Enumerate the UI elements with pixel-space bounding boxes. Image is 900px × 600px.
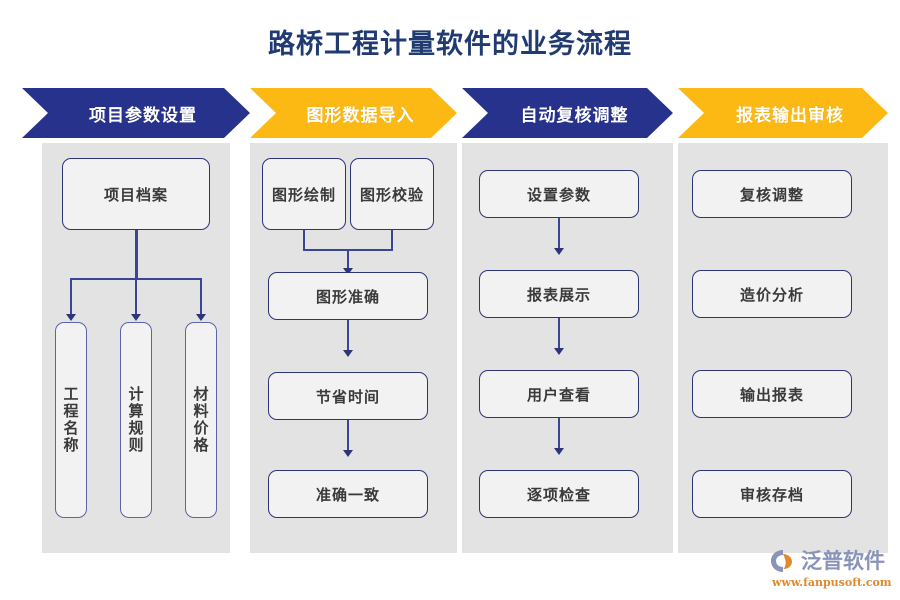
page-title: 路桥工程计量软件的业务流程 [268,29,632,60]
stage-banner-3[interactable]: 自动复核调整 [462,88,673,138]
connector-branch-right [200,278,202,316]
arrowhead-icon [554,248,564,255]
connector-vertical [347,420,349,452]
arrowhead-icon [554,448,564,455]
arrowhead-icon [343,450,353,457]
arrowhead-icon [196,314,206,321]
node-set-parameters[interactable]: 设置参数 [479,170,639,218]
node-audit-archive[interactable]: 审核存档 [692,470,852,518]
node-graphic-accurate[interactable]: 图形准确 [268,272,428,320]
connector-vertical [347,320,349,352]
node-project-archive[interactable]: 项目档案 [62,158,210,230]
stage-banner-label-3: 自动复核调整 [520,105,629,126]
connector-merge-left [303,230,305,250]
brand-logo: 泛普软件 www.fanpusoft.com [770,548,896,594]
node-cost-analysis[interactable]: 造价分析 [692,270,852,318]
column-2: 图形数据导入 [250,88,457,138]
connector-vertical [347,249,349,270]
logo-url: www.fanpusoft.com [772,576,892,589]
connector-vertical [135,230,138,280]
node-accurate-consistent[interactable]: 准确一致 [268,470,428,518]
node-report-display[interactable]: 报表展示 [479,270,639,318]
arrowhead-icon [131,314,141,321]
logo-name: 泛普软件 [801,548,885,573]
node-material-price[interactable]: 材料价格 [185,322,217,518]
column-1: 项目参数设置 [22,88,250,138]
node-project-name[interactable]: 工程名称 [55,322,87,518]
stage-banner-2[interactable]: 图形数据导入 [250,88,457,138]
column-3: 自动复核调整 [462,88,673,138]
node-review-adjust[interactable]: 复核调整 [692,170,852,218]
node-item-by-item-check[interactable]: 逐项检查 [479,470,639,518]
connector-merge-right [391,230,393,250]
arrowhead-icon [554,348,564,355]
arrowhead-icon [66,314,76,321]
node-output-report[interactable]: 输出报表 [692,370,852,418]
node-save-time[interactable]: 节省时间 [268,372,428,420]
column-4: 报表输出审核 [678,88,888,138]
stage-banner-label-1: 项目参数设置 [89,105,197,126]
connector-branch-left [70,278,72,316]
node-graphic-check[interactable]: 图形校验 [350,158,434,230]
connector-vertical [558,418,560,450]
stage-banner-4[interactable]: 报表输出审核 [678,88,888,138]
connector-vertical [558,318,560,350]
arrowhead-icon [343,350,353,357]
logo-row: 泛普软件 [770,548,896,574]
fanpu-logo-icon [771,550,792,572]
arrowhead-icon [343,268,353,275]
node-graphic-drawing[interactable]: 图形绘制 [262,158,346,230]
node-calculation-rule[interactable]: 计算规则 [120,322,152,518]
stage-banner-label-4: 报表输出审核 [736,105,844,126]
stage-banner-1[interactable]: 项目参数设置 [22,88,250,138]
stage-banner-label-2: 图形数据导入 [306,105,415,126]
connector-vertical [558,218,560,250]
node-user-view[interactable]: 用户查看 [479,370,639,418]
connector-branch-mid [135,278,137,316]
